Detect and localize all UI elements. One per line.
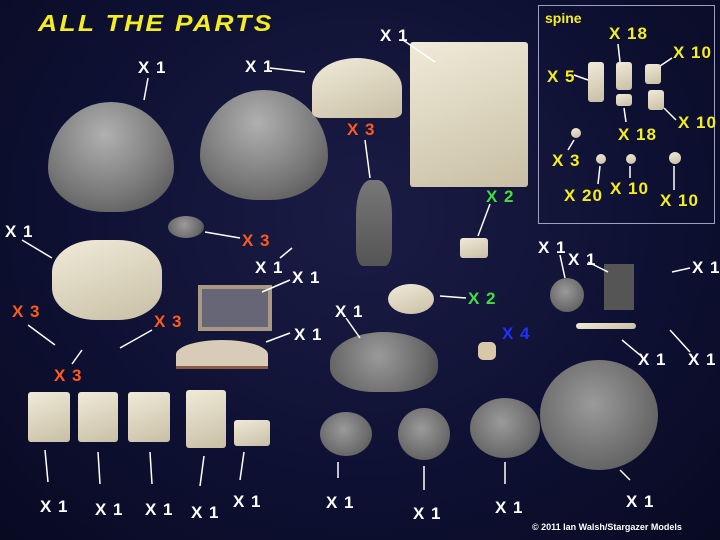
small-disc bbox=[168, 216, 204, 238]
quantity-label: X 1 bbox=[95, 500, 124, 519]
wall-panel-3 bbox=[128, 392, 170, 442]
quantity-label: X 1 bbox=[294, 325, 323, 344]
quantity-label: X 2 bbox=[468, 289, 497, 308]
spine-quantity-label: X 18 bbox=[618, 125, 657, 144]
spine-block bbox=[616, 94, 632, 106]
core-block bbox=[410, 42, 528, 187]
bridge-arc bbox=[176, 340, 268, 369]
hex-nut bbox=[596, 154, 606, 164]
spine-block bbox=[588, 62, 604, 102]
quantity-label: X 1 bbox=[413, 504, 442, 523]
quantity-label: X 1 bbox=[568, 250, 597, 269]
quantity-label: X 1 bbox=[688, 350, 717, 369]
hex-nut bbox=[626, 154, 636, 164]
quantity-label: X 3 bbox=[12, 302, 41, 321]
spool bbox=[478, 342, 496, 360]
disc-vents bbox=[398, 408, 450, 460]
panel bbox=[604, 264, 634, 310]
quantity-label: X 1 bbox=[191, 503, 220, 522]
wall-panel-4 bbox=[186, 390, 226, 448]
quantity-label: X 1 bbox=[40, 497, 69, 516]
spine-quantity-label: X 3 bbox=[552, 151, 581, 170]
spine-block bbox=[616, 62, 632, 90]
trapezoid bbox=[460, 238, 488, 258]
quantity-label: X 3 bbox=[347, 120, 376, 139]
small-panel bbox=[234, 420, 270, 446]
quantity-label: X 1 bbox=[626, 492, 655, 511]
quantity-label: X 3 bbox=[54, 366, 83, 385]
spine-quantity-label: X 10 bbox=[660, 191, 699, 210]
quantity-label: X 1 bbox=[5, 222, 34, 241]
quantity-label: X 3 bbox=[242, 231, 271, 250]
quantity-label: X 1 bbox=[138, 58, 167, 77]
hex-nut bbox=[571, 128, 581, 138]
spine-quantity-label: X 10 bbox=[678, 113, 717, 132]
wall-panel-1 bbox=[28, 392, 70, 442]
quantity-label: X 1 bbox=[233, 492, 262, 511]
wall-panel-2 bbox=[78, 392, 118, 442]
large-saucer bbox=[540, 360, 658, 470]
quantity-label: X 1 bbox=[335, 302, 364, 321]
radar-dish bbox=[550, 278, 584, 312]
quantity-label: X 1 bbox=[538, 238, 567, 257]
quantity-label: X 4 bbox=[502, 324, 531, 343]
title: ALL THE PARTS bbox=[38, 10, 274, 36]
octagon-deck bbox=[52, 240, 162, 320]
spine-quantity-label: X 18 bbox=[609, 24, 648, 43]
rod bbox=[576, 323, 636, 329]
dome-with-windows bbox=[48, 102, 174, 212]
dome bbox=[200, 90, 328, 200]
quantity-label: X 1 bbox=[380, 26, 409, 45]
quantity-label: X 3 bbox=[154, 312, 183, 331]
quantity-label: X 2 bbox=[486, 187, 515, 206]
quantity-label: X 1 bbox=[145, 500, 174, 519]
saucer-cone bbox=[330, 332, 438, 392]
disc-1 bbox=[320, 412, 372, 456]
gear bbox=[669, 152, 681, 164]
cockpit-ring bbox=[198, 285, 272, 331]
quantity-label: X 1 bbox=[638, 350, 667, 369]
quantity-label: X 1 bbox=[245, 57, 274, 76]
quantity-label: X 1 bbox=[692, 258, 720, 277]
copyright: © 2011 Ian Walsh/Stargazer Models bbox=[532, 522, 682, 532]
spine-quantity-label: X 20 bbox=[564, 186, 603, 205]
quantity-label: X 1 bbox=[292, 268, 321, 287]
spine-title: spine bbox=[545, 10, 582, 26]
quantity-label: X 1 bbox=[495, 498, 524, 517]
spine-quantity-label: X 10 bbox=[610, 179, 649, 198]
quantity-label: X 1 bbox=[255, 258, 284, 277]
quantity-label: X 1 bbox=[326, 493, 355, 512]
spine-box bbox=[538, 5, 715, 224]
probe bbox=[356, 180, 392, 266]
spine-block bbox=[648, 90, 664, 110]
disc-2 bbox=[470, 398, 540, 458]
spine-block bbox=[645, 64, 661, 84]
spine-quantity-label: X 5 bbox=[547, 67, 576, 86]
gear-disc bbox=[388, 284, 434, 314]
fan-plate bbox=[312, 58, 402, 118]
spine-quantity-label: X 10 bbox=[673, 43, 712, 62]
